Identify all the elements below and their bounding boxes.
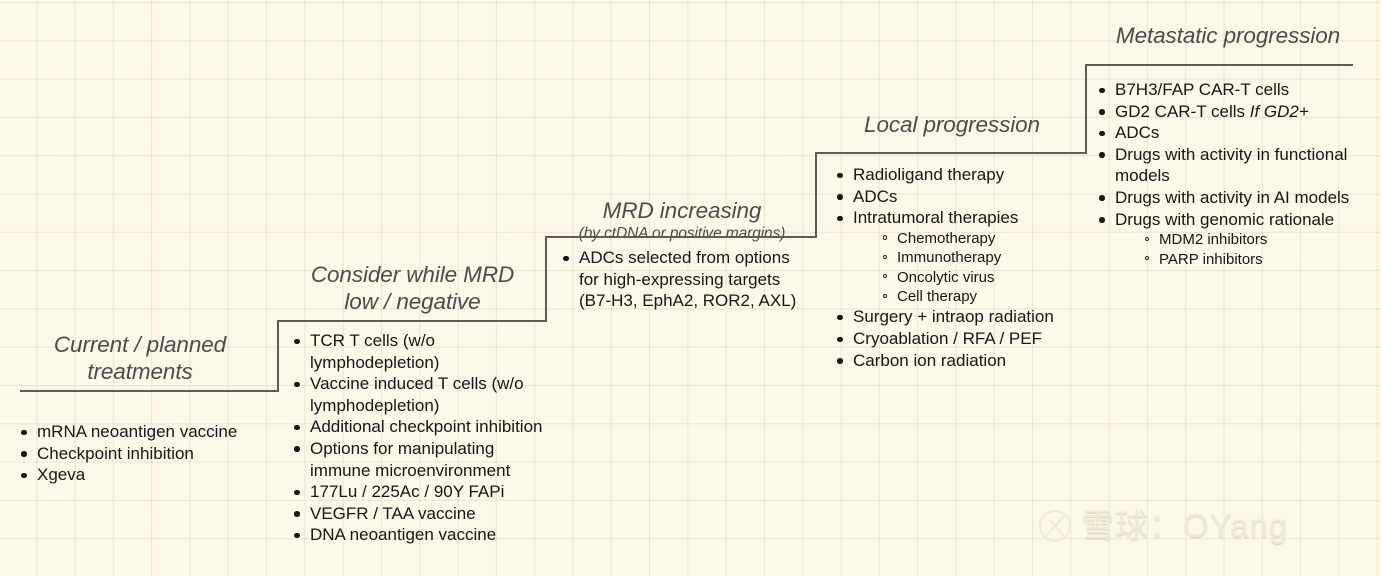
- list-item: B7H3/FAP CAR-T cells: [1098, 79, 1381, 101]
- sub-list: Chemotherapy Immunotherapy Oncolytic vir…: [853, 229, 1096, 307]
- stage-riser-3-4: [815, 152, 817, 238]
- stage-heading-consider-while-mrd-low-negative: Consider while MRD low / negative: [310, 262, 515, 314]
- list-item: Options for manipulating immune microenv…: [293, 438, 555, 481]
- stage-heading-text: MRD increasing: [602, 198, 762, 223]
- list-item: Vaccine induced T cells (w/o lymphodeple…: [293, 373, 555, 416]
- list-item-emphasis: If GD2+: [1249, 101, 1309, 121]
- sub-list-item: Immunotherapy: [883, 248, 1096, 267]
- list-item: Xgeva: [20, 464, 270, 486]
- sub-list-item: Cell therapy: [883, 287, 1096, 306]
- list-item: Surgery + intraop radiation: [836, 306, 1096, 328]
- list-item: ADCs selected from options for high-expr…: [562, 247, 812, 312]
- circled-x-logo: [1038, 509, 1072, 543]
- sub-list-item: Oncolytic virus: [883, 268, 1096, 287]
- stage-riser-4-5: [1085, 64, 1087, 152]
- stage-baseline-2: [277, 320, 547, 322]
- list-item: Drugs with genomic rationale MDM2 inhibi…: [1098, 209, 1381, 269]
- stage-baseline-1: [20, 390, 279, 392]
- stage-heading-metastatic-progression: Metastatic progression: [1115, 23, 1341, 48]
- list-item: ADCs: [1098, 122, 1381, 144]
- watermark: 雪球：OYang: [1038, 506, 1288, 546]
- stage-heading-local-progression: Local progression: [864, 112, 1040, 137]
- stage-baseline-5: [1085, 64, 1353, 66]
- list-item: VEGFR / TAA vaccine: [293, 503, 555, 525]
- list-item: Drugs with activity in functional models: [1098, 144, 1381, 187]
- stage-list-local-progression: Radioligand therapy ADCs Intratumoral th…: [836, 164, 1096, 371]
- stage-riser-1-2: [277, 320, 279, 392]
- stage-list-mrd-increasing: ADCs selected from options for high-expr…: [562, 247, 812, 312]
- stage-baseline-4: [815, 152, 1087, 154]
- sub-list-item: MDM2 inhibitors: [1145, 230, 1381, 249]
- list-item: Cryoablation / RFA / PEF: [836, 328, 1096, 350]
- stage-list-current-planned-treatments: mRNA neoantigen vaccine Checkpoint inhib…: [20, 421, 270, 486]
- sub-list-item: Chemotherapy: [883, 229, 1096, 248]
- stage-heading-current-planned-treatments: Current / planned treatments: [53, 332, 227, 384]
- stage-heading-subtitle: (by ctDNA or positive margins): [578, 225, 786, 242]
- list-item: Intratumoral therapies Chemotherapy Immu…: [836, 207, 1096, 306]
- list-item: ADCs: [836, 186, 1096, 208]
- list-item: 177Lu / 225Ac / 90Y FAPi: [293, 481, 555, 503]
- list-item: Additional checkpoint inhibition: [293, 416, 555, 438]
- watermark-text: 雪球：OYang: [1081, 507, 1289, 544]
- list-item: TCR T cells (w/o lymphodepletion): [293, 330, 555, 373]
- list-item: Drugs with activity in AI models: [1098, 187, 1381, 209]
- list-item: DNA neoantigen vaccine: [293, 524, 555, 546]
- list-item: Radioligand therapy: [836, 164, 1096, 186]
- list-item: GD2 CAR-T cells If GD2+: [1098, 101, 1381, 123]
- stage-list-metastatic-progression: B7H3/FAP CAR-T cells GD2 CAR-T cells If …: [1098, 79, 1381, 269]
- stage-list-consider-while-mrd-low-negative: TCR T cells (w/o lymphodepletion) Vaccin…: [293, 330, 555, 546]
- list-item: Checkpoint inhibition: [20, 443, 270, 465]
- list-item: mRNA neoantigen vaccine: [20, 421, 270, 443]
- sub-list: MDM2 inhibitors PARP inhibitors: [1115, 230, 1381, 269]
- sub-list-item: PARP inhibitors: [1145, 250, 1381, 269]
- list-item: Carbon ion radiation: [836, 350, 1096, 372]
- list-item-text: GD2 CAR-T cells: [1115, 101, 1250, 121]
- stage-riser-2-3: [545, 236, 547, 322]
- stage-baseline-3: [545, 236, 817, 238]
